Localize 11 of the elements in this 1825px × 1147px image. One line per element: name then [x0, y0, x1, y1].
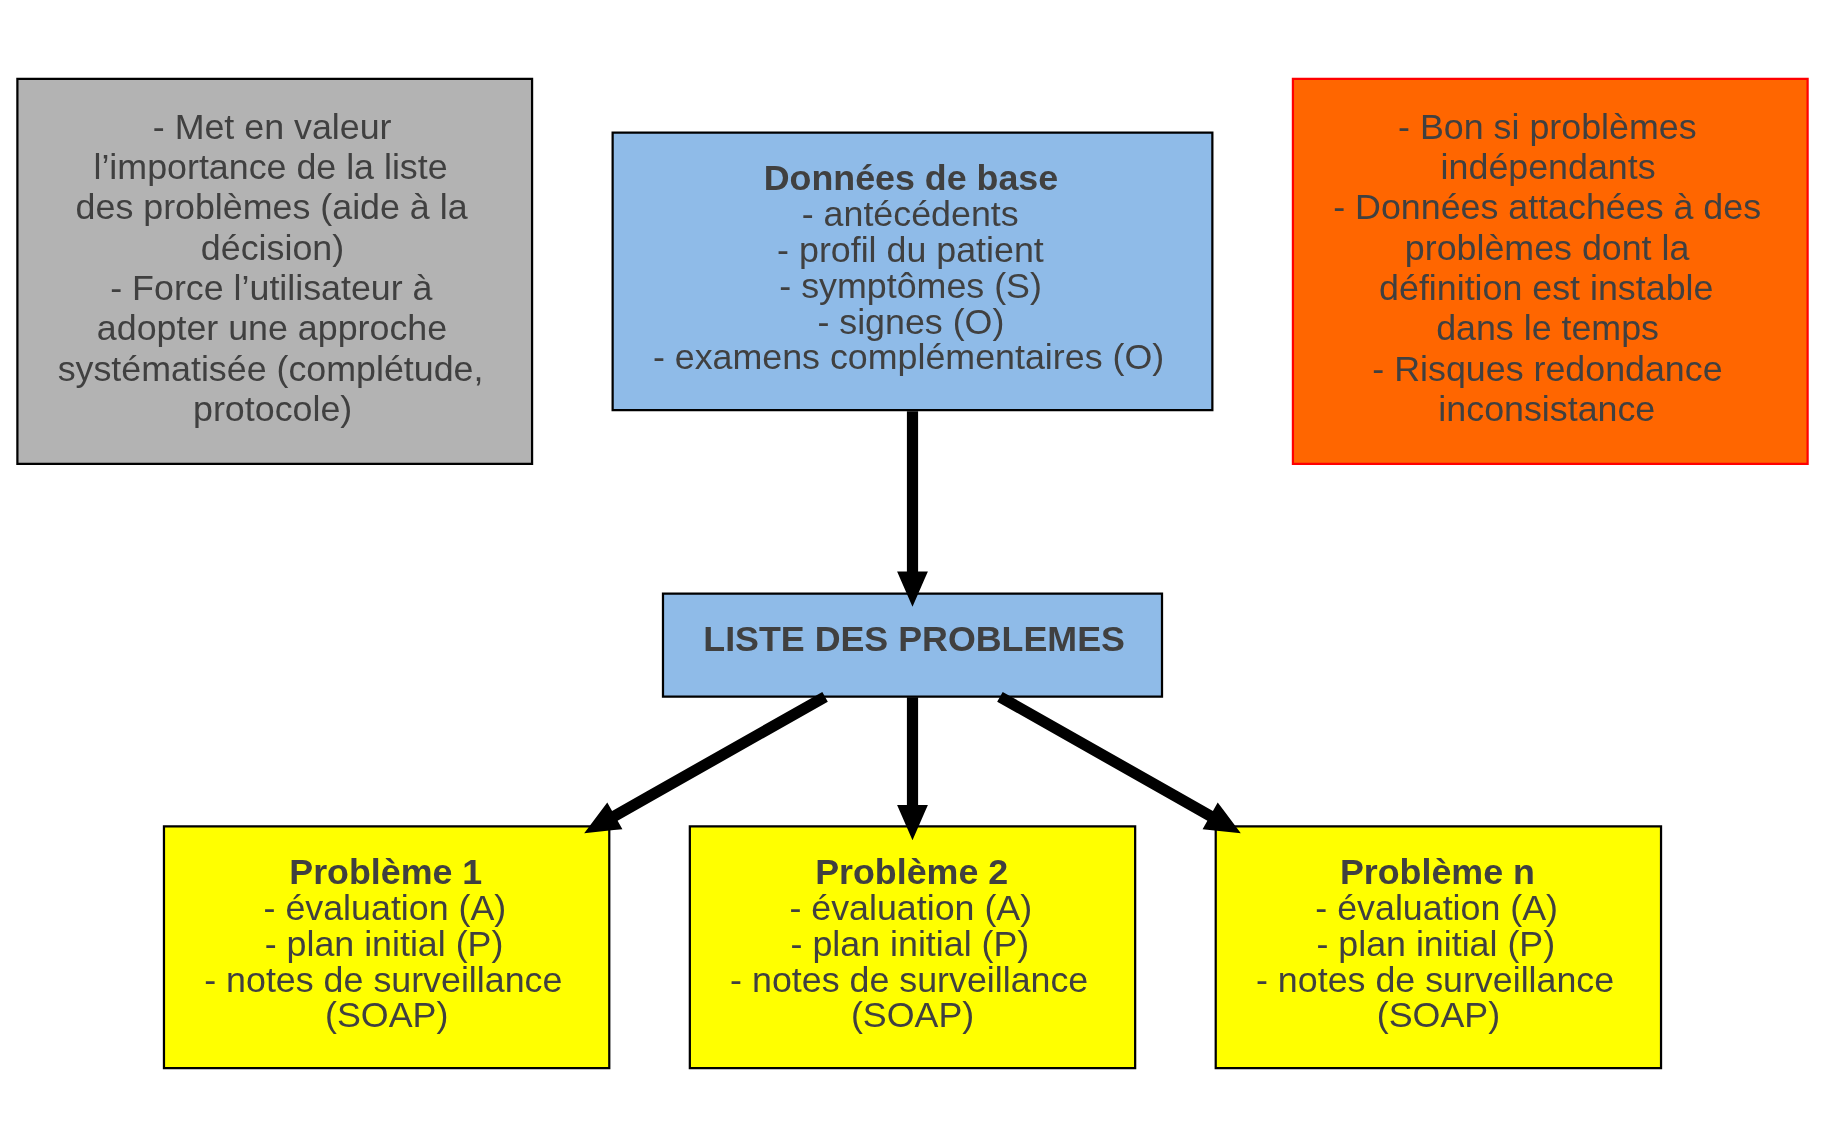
arrow [897, 697, 928, 841]
node-box: LISTE DES PROBLEMES [661, 592, 1164, 698]
node-box: - Met en valeur l’importance de la liste des problèmes (aide à la décision) - Force l’utilisateur à adopter une approche systématisée (complétude, protocole) [16, 77, 534, 465]
node-box: Données de base - antécédents - profil du patient - symptômes (S) - signes (O) - examens complémentaires (O) [611, 131, 1214, 412]
arrow [997, 691, 1241, 834]
node-box: Problème 2 - évaluation (A) - plan initial (P) - notes de surveillance (SOAP) [688, 825, 1137, 1070]
arrow [897, 411, 928, 607]
arrow [584, 691, 828, 834]
node-box: Problème 1 - évaluation (A) - plan initial (P) - notes de surveillance (SOAP) [162, 825, 611, 1070]
node-box: - Bon si problèmes indépendants - Données attachées à des problèmes dont la définition est instable dans le temps - Risques redondance inconsistance [1291, 77, 1809, 465]
node-box: Problème n - évaluation (A) - plan initial (P) - notes de surveillance (SOAP) [1214, 825, 1663, 1070]
